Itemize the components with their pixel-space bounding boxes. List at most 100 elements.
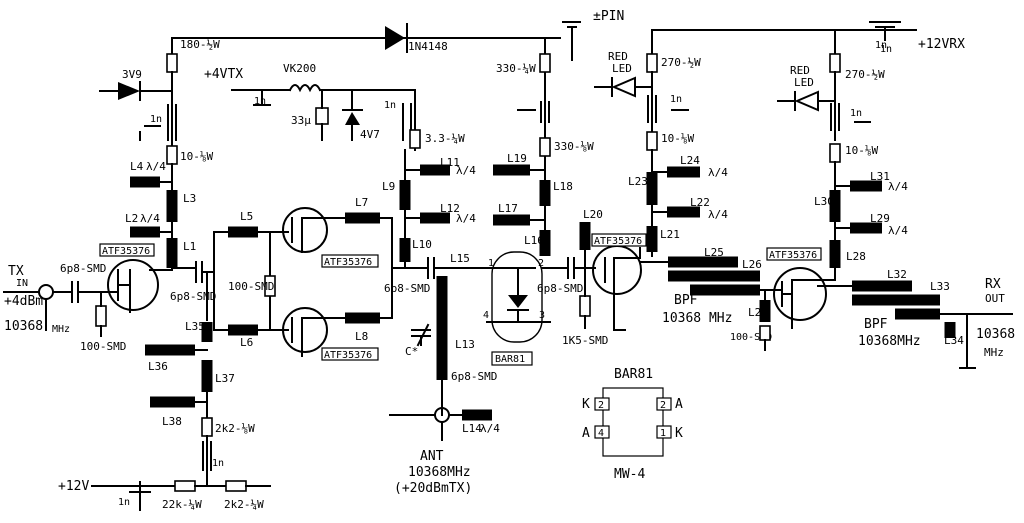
label-led2b: LED [794,76,814,89]
label-l26: L26 [742,258,762,271]
resistor-2k2-18 [201,417,213,437]
label-l20: L20 [583,208,603,221]
diode-1n4148 [385,23,408,53]
label-rx-out: OUT [985,292,1005,305]
pkg-pin-a1 [594,425,610,439]
label-r100-in: 100-SMD [80,340,126,353]
label-c1n-d: 1n [118,497,130,508]
label-pkg-title: BAR81 [614,367,653,382]
label-pin: ±PIN [593,9,624,24]
label-l13: L13 [455,338,475,351]
label-tx-in: IN [16,278,28,289]
label-bpf2: BPF [864,317,888,332]
resistor-100-smd [264,275,276,297]
label-r180: 180-½W [180,38,220,51]
label-l29: L29 [870,212,890,225]
label-vk200: VK200 [283,62,316,75]
label-bar81: BAR81 [495,354,525,365]
bar81-box [491,351,533,366]
label-q14-f: λ/4 [888,180,908,193]
label-ant: ANT [420,449,444,464]
label-rx-freq: 10368 [976,327,1015,342]
label-q14-g: λ/4 [888,224,908,237]
label-l9: L9 [382,180,395,193]
label-l8: L8 [355,330,368,343]
label-l10: L10 [412,238,432,251]
pkg-body [602,387,664,457]
tx-connector [38,284,54,300]
led-2 [777,90,836,112]
label-l32: L32 [887,268,907,281]
label-l30: L30 [814,195,834,208]
pkg-pin-k1 [594,397,610,411]
resistor-10a [166,145,178,165]
label-pkg-pin4: 4 [598,428,604,439]
label-cstar: C* [405,345,418,358]
label-pkg-pin2a: 2 [598,400,604,411]
label-c6p8-in: 6p8-SMD [60,262,106,275]
label-l1: L1 [183,240,196,253]
label-l5: L5 [240,210,253,223]
label-r33: 3.3-¼W [425,132,465,145]
label-l11: L11 [440,156,460,169]
label-r10a: 10-⅛W [180,150,213,163]
label-pkg-name: MW-4 [614,467,645,482]
label-pin3: 3 [539,310,545,321]
label-l35: L35 [185,320,205,333]
label-rx-mhz: MHz [984,346,1004,359]
resistor-100b [759,325,771,341]
label-r330a: 330-¼W [496,62,536,75]
led-1 [594,76,653,98]
label-led1b: LED [612,62,632,75]
label-q4: ATF35376 [594,236,642,247]
label-led2a: RED [790,64,810,77]
label-c1n-g: 1n [850,108,862,119]
label-pkg-pin1: 1 [660,428,666,439]
label-c1n-b: 1n [254,96,266,107]
label-r100b: 100-SMD [730,332,772,343]
label-c1n-h: 1n [880,44,892,55]
label-r270a: 270-½W [661,56,701,69]
label-r270b: 270-½W [845,68,885,81]
label-pkg-pin2b: 2 [660,400,666,411]
label-pkg-k2: K [675,426,683,441]
label-v12rx: +12VRX [918,37,965,52]
label-l7: L7 [355,196,368,209]
label-l37: L37 [215,372,235,385]
resistor-270b [829,53,841,73]
label-q14-c: λ/4 [480,422,500,435]
label-l16: L16 [524,234,544,247]
transistor-q3 [282,307,328,353]
label-q2: ATF35376 [324,257,372,268]
label-c33u: 33μ [291,114,311,127]
label-c1n-e: 1n [875,40,887,51]
label-pin2: 2 [538,258,544,269]
label-c1n-f: 1n [670,94,682,105]
pkg-pin-a2 [656,397,672,411]
label-l23: L23 [628,175,648,188]
label-q14-a: λ/4 [456,164,476,177]
label-l18: L18 [553,180,573,193]
label-l15: L15 [450,252,470,265]
bar81-switch [491,251,543,343]
label-r10c: 10-⅛W [845,144,878,157]
label-r330b: 330-⅛W [554,140,594,153]
resistor-1k5 [579,295,591,317]
label-rx: RX [985,277,1001,292]
label-v4tx: +4VTX [204,67,243,82]
label-pkg-k1: K [582,397,590,412]
resistor-22k [174,480,196,492]
label-tx-pwr: +4dBm [4,294,43,309]
label-c6p8-b: 6p8-SMD [170,290,216,303]
label-tx: TX [8,264,24,279]
transistor-q5 [773,267,827,321]
label-tx-freq: 10368 [4,319,43,334]
label-l2: L2 [125,212,138,225]
label-c6p8-d: 6p8-SMD [451,370,497,383]
label-c1n-a: 1n [150,114,162,125]
label-l27: L27 [748,306,768,319]
zener-4v7 [342,89,363,141]
label-l4q: λ/4 [146,160,166,173]
cap-33u [315,107,329,125]
label-led1a: RED [608,50,628,63]
